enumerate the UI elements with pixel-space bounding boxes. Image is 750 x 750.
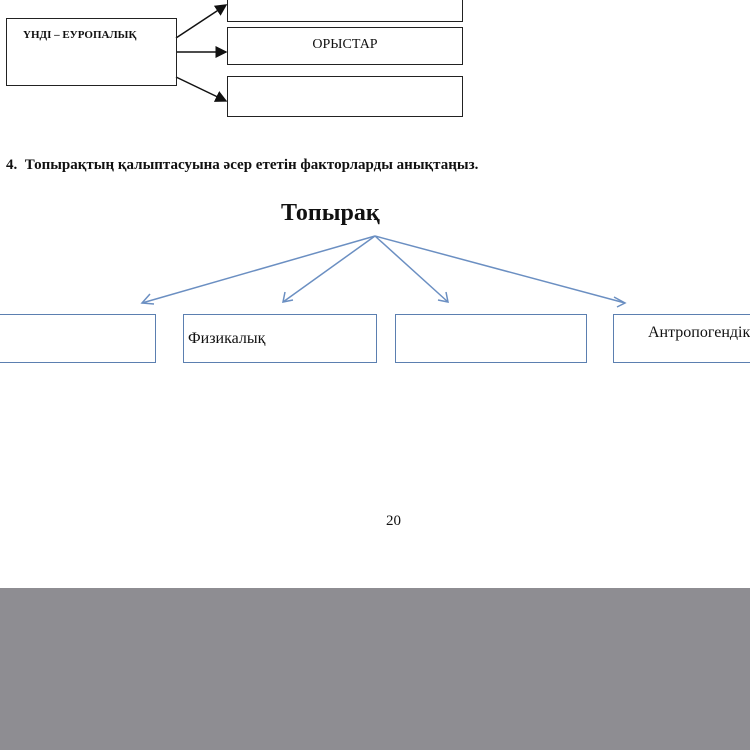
answer-box-3[interactable] bbox=[227, 76, 463, 117]
soil-factor-box-3[interactable] bbox=[395, 314, 587, 363]
question-text: Топырақтың қалыптасуына әсер ететін факт… bbox=[24, 157, 479, 173]
answer-box-russians: ОРЫСТАР bbox=[227, 27, 463, 65]
russians-label: ОРЫСТАР bbox=[312, 37, 378, 52]
soil-arrows bbox=[140, 235, 627, 308]
question-number: 4 bbox=[6, 157, 14, 173]
soil-factor-box-physical: Физикалық bbox=[183, 314, 377, 363]
viewer-background bbox=[0, 588, 750, 750]
soil-title: Топырақ bbox=[281, 200, 380, 226]
answer-box-1[interactable] bbox=[227, 0, 463, 22]
root-label: ҮНДІ – ЕУРОПАЛЫҚ bbox=[23, 29, 137, 41]
soil-factor-box-1[interactable] bbox=[0, 314, 156, 363]
physical-label: Физикалық bbox=[188, 330, 266, 347]
question-4: 4. Топырақтың қалыптасуына әсер ететін ф… bbox=[6, 157, 479, 173]
root-box-indo-european: ҮНДІ – ЕУРОПАЛЫҚ bbox=[6, 18, 177, 86]
anthropogenic-label: Антропогендік bbox=[648, 324, 750, 341]
top-arrows bbox=[175, 4, 228, 102]
soil-factor-box-anthropogenic: Антропогендік bbox=[613, 314, 750, 363]
page-number: 20 bbox=[386, 513, 401, 529]
